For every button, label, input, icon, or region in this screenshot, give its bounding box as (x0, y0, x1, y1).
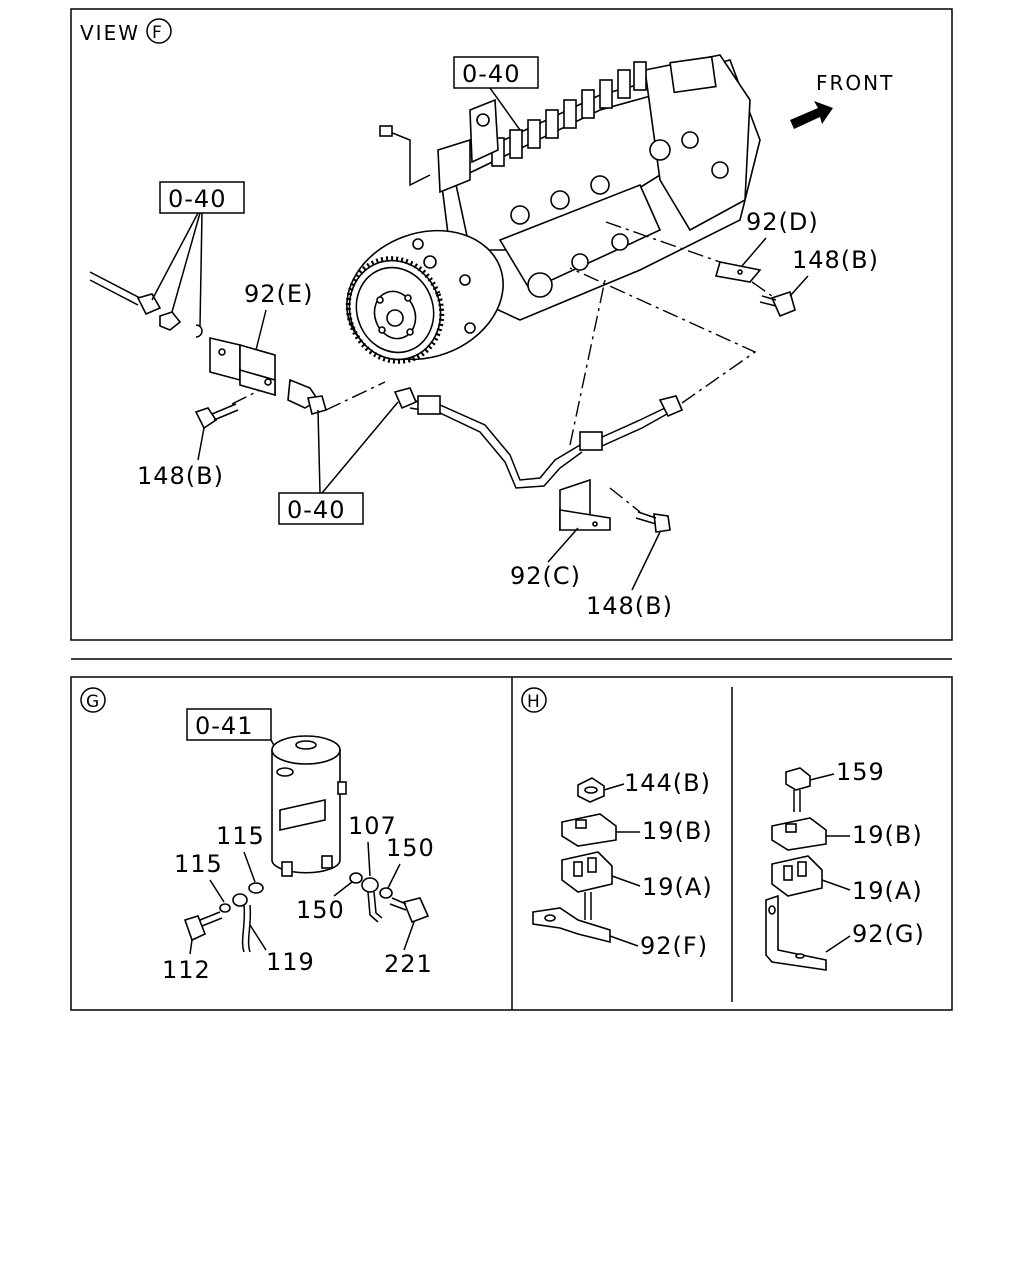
label-92c: 92(C) (510, 562, 581, 590)
leader-112 (189, 939, 193, 955)
front-label: FRONT (816, 71, 894, 95)
label-19a-left: 19(A) (642, 873, 713, 901)
leaders-ref-left (151, 212, 203, 327)
label-148b-bottom: 148(B) (586, 592, 673, 620)
leader-115-upper (243, 851, 256, 883)
front-arrow-icon (790, 101, 833, 129)
svg-text:0-40: 0-40 (287, 496, 345, 524)
label-148b-left: 148(B) (137, 462, 224, 490)
leader-150-upper (387, 863, 401, 889)
label-19b-left: 19(B) (642, 817, 713, 845)
leaders-ref-bottom (317, 401, 399, 494)
leader-19a-right (821, 879, 851, 891)
label-144b: 144(B) (624, 769, 711, 797)
label-115-lower: 115 (174, 850, 223, 878)
svg-text:G: G (86, 692, 101, 712)
bracket-92d (714, 261, 762, 283)
leader-148b-bottom (631, 531, 661, 591)
label-92d: 92(D) (746, 208, 819, 236)
label-119: 119 (266, 948, 315, 976)
leader-92c (547, 527, 579, 563)
ref-box-0-40-top[interactable]: 0-40 (453, 56, 539, 89)
bolt-148b-bottom (635, 511, 671, 533)
svg-text:0-41: 0-41 (195, 712, 253, 740)
sensor-harness (89, 271, 684, 489)
view-f-circle-marker: F (146, 18, 172, 44)
bracket-92c (559, 478, 611, 532)
bolt-148b-right (759, 290, 796, 318)
leader-148b-left (197, 427, 205, 461)
leader-107 (367, 841, 371, 877)
leader-221 (403, 921, 415, 951)
leader-19a-left (611, 875, 641, 887)
leader-115-lower (209, 879, 225, 903)
assembly-lines (231, 221, 773, 513)
label-159: 159 (836, 758, 885, 786)
leader-92f (609, 935, 639, 947)
label-221: 221 (384, 950, 433, 978)
view-h-left-assembly (532, 777, 617, 944)
leader-144b (603, 783, 625, 791)
leader-ref-top (489, 87, 521, 131)
label-107: 107 (348, 812, 397, 840)
label-92f: 92(F) (640, 932, 708, 960)
label-92e: 92(E) (244, 280, 313, 308)
svg-text:H: H (527, 692, 542, 712)
label-19b-right: 19(B) (852, 821, 923, 849)
leader-119 (249, 924, 267, 951)
svg-text:F: F (152, 23, 164, 43)
leader-92e (255, 309, 267, 351)
label-150-lower: 150 (296, 896, 345, 924)
label-150-upper: 150 (386, 834, 435, 862)
ref-box-0-41[interactable]: 0-41 (186, 708, 272, 741)
ref-box-0-40-left[interactable]: 0-40 (159, 181, 245, 214)
svg-text:0-40: 0-40 (168, 185, 226, 213)
label-115-upper: 115 (216, 822, 265, 850)
view-h-circle-marker: H (521, 687, 547, 713)
view-h-right-assembly (765, 767, 827, 971)
label-112: 112 (162, 956, 211, 984)
injection-pump (345, 54, 761, 364)
leader-92g (825, 935, 851, 953)
leader-159 (809, 773, 835, 781)
leader-150-lower (333, 881, 353, 897)
svg-text:0-40: 0-40 (462, 60, 520, 88)
leader-92d (741, 237, 767, 267)
view-g-hardware (183, 872, 430, 953)
label-148b-right: 148(B) (792, 246, 879, 274)
bracket-92e (209, 336, 276, 397)
view-g-circle-marker: G (80, 687, 106, 713)
bolt-148b-left (194, 403, 239, 430)
fuel-filter (271, 735, 347, 877)
view-f-title: VIEW (80, 21, 140, 45)
view-f-frame (70, 8, 953, 641)
label-19a-right: 19(A) (852, 877, 923, 905)
label-92g: 92(G) (852, 920, 925, 948)
leader-148b-right (789, 275, 809, 297)
ref-box-0-40-bottom[interactable]: 0-40 (278, 492, 364, 525)
